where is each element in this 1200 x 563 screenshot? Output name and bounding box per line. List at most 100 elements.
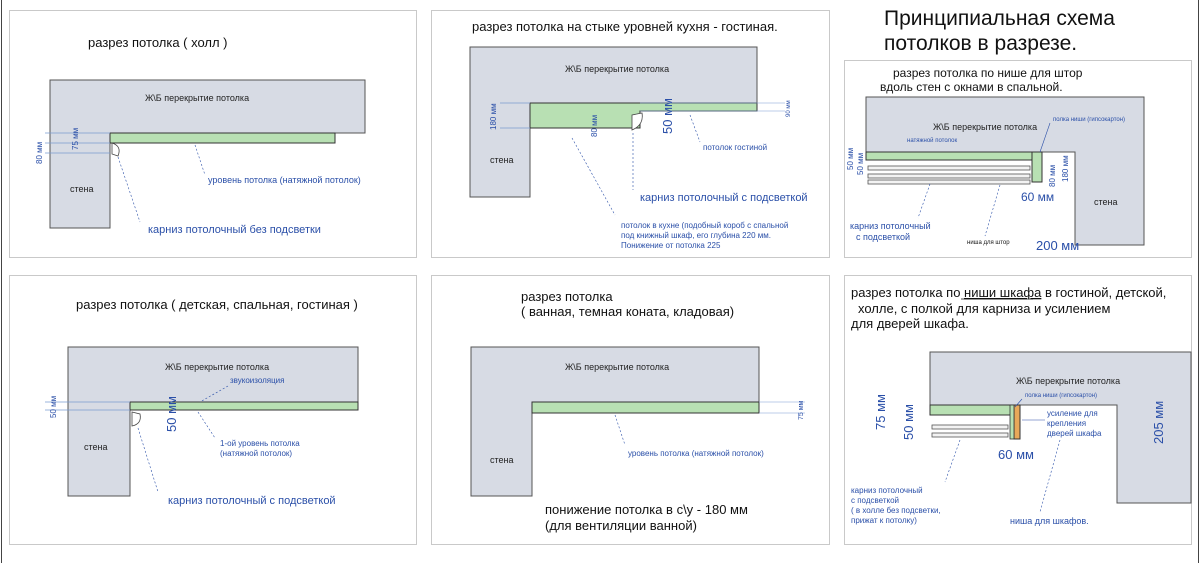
niche-cornice-pointer xyxy=(917,183,931,219)
niche-dim-180: 180 мм xyxy=(1061,155,1070,182)
bath-level-pointer xyxy=(614,414,626,446)
wardrobe-reinforce-line-2: крепления xyxy=(1047,419,1086,428)
kids-ceiling-layer xyxy=(129,401,359,411)
main-title-line-2: потолков в разрезе. xyxy=(884,32,1078,55)
kids-cornice-label: карниз потолочный с подсветкой xyxy=(168,495,336,507)
wardrobe-reinforce-line-3: дверей шкафа xyxy=(1047,429,1102,438)
panel-bath: разрез потолка ( ванная, темная коната, … xyxy=(470,289,805,533)
niche-curtain-label: ниша для штор xyxy=(967,240,1010,246)
wardrobe-dim-50: 50 мм xyxy=(901,404,916,440)
wardrobe-slab-label: Ж\Б перекрытие потолка xyxy=(1016,376,1120,386)
kitchen-title: разрез потолка на стыке уровней кухня - … xyxy=(472,19,778,34)
kids-cornice-shape xyxy=(131,411,141,427)
wardrobe-title-line-3: для дверей шкафа. xyxy=(851,316,969,331)
wardrobe-niche-pointer xyxy=(1039,439,1061,513)
niche-dim-200: 200 мм xyxy=(1036,238,1079,253)
niche-rail-2 xyxy=(867,173,1031,179)
hall-dim-75: 75 мм xyxy=(71,128,80,150)
bath-ceiling-layer xyxy=(531,401,760,414)
kitchen-wall-label: стена xyxy=(490,155,514,165)
niche-shelf-pointer xyxy=(1039,122,1051,153)
kids-dim-50b: 50 мм xyxy=(164,396,179,432)
wardrobe-shelf-pointer xyxy=(1014,398,1023,408)
wardrobe-title-line-2: холле, с полкой для карниза и усилением xyxy=(858,301,1111,316)
wardrobe-rail-1 xyxy=(931,424,1009,430)
kitchen-ceiling-box xyxy=(529,102,758,129)
bath-title-line-1: разрез потолка xyxy=(521,289,613,304)
bath-lowering-line-1: понижение потолка в с\у - 180 мм xyxy=(545,502,748,517)
niche-title-line-2: вдоль стен с окнами в спальной. xyxy=(880,80,1063,94)
wardrobe-cornice-line-1: карниз потолочный xyxy=(851,486,923,495)
kitchen-cornice-shape xyxy=(631,112,643,131)
kitchen-slab-label: Ж\Б перекрытие потолка xyxy=(565,64,669,74)
kids-cornice-pointer xyxy=(137,427,159,493)
niche-vertical-shelf xyxy=(1031,151,1043,183)
kids-level-line-1: 1-ой уровень потолка xyxy=(220,439,300,448)
kitchen-note-pointer xyxy=(571,137,616,216)
hall-cornice-shape xyxy=(111,142,120,157)
bath-title-line-2: ( ванная, темная коната, кладовая) xyxy=(521,304,734,319)
panel-hall: разрез потолка ( холл ) Ж\Б перекрытие п… xyxy=(35,35,366,236)
wardrobe-title-post: в гостиной, детской, xyxy=(1041,285,1166,300)
wardrobe-rail-2 xyxy=(931,432,1009,438)
kitchen-dim-80: 80 мм xyxy=(590,115,599,137)
wardrobe-dim-75: 75 мм xyxy=(873,394,888,430)
kitchen-living-ceiling-label: потолок гостиной xyxy=(703,143,767,152)
niche-cornice-line-1: карниз потолочный xyxy=(850,221,931,231)
bath-dim-75: 75 мм xyxy=(798,400,805,420)
kitchen-living-pointer xyxy=(689,114,701,143)
niche-rail-1 xyxy=(867,165,1031,171)
main-title: Принципиальная схема потолков в разрезе. xyxy=(884,6,1194,56)
bath-lowering-line-2: (для вентиляции ванной) xyxy=(545,518,697,533)
kids-level-pointer xyxy=(197,411,216,439)
niche-stretch-label: натяжной потолок xyxy=(907,137,957,144)
kids-dim-50a: 50 мм xyxy=(49,396,58,418)
niche-dim-80: 80 мм xyxy=(1048,165,1057,187)
kids-slab-label: Ж\Б перекрытие потолка xyxy=(165,362,269,372)
kitchen-dim-90: 90 мм xyxy=(786,100,792,117)
wardrobe-niche-label: ниша для шкафов. xyxy=(1010,516,1089,526)
panel-bedroom-niche: разрез потолка по нише для штор вдоль ст… xyxy=(846,66,1145,253)
kids-sound-pointer xyxy=(199,385,229,403)
wardrobe-dim-205: 205 мм xyxy=(1151,401,1166,444)
hall-ceiling-level-label: уровень потолка (натяжной потолок) xyxy=(208,175,361,185)
panel-wardrobe: разрез потолка по ниши шкафа в гостиной,… xyxy=(851,285,1192,526)
kitchen-note-line-3: Понижение от потолка 225 xyxy=(621,241,721,250)
hall-wall-label: стена xyxy=(70,184,94,194)
hall-cornice-label: карниз потолочный без подсветки xyxy=(148,224,321,236)
wardrobe-title-underlined: ниши шкафа xyxy=(964,285,1042,300)
kids-wall-label: стена xyxy=(84,442,108,452)
niche-rail-3 xyxy=(867,179,1031,185)
niche-shelf-layer xyxy=(865,151,1043,161)
hall-cornice-pointer xyxy=(117,156,141,223)
wardrobe-cornice-line-4: прижат к потолку) xyxy=(851,516,917,525)
hall-level-pointer xyxy=(194,144,206,176)
bath-ceiling-level-label: уровень потолка (натяжной потолок) xyxy=(628,449,764,458)
wardrobe-reinforcement xyxy=(1013,404,1021,440)
hall-slab-label: Ж\Б перекрытие потолка xyxy=(145,93,249,103)
wardrobe-cornice-pointer xyxy=(944,439,961,483)
wardrobe-shelf-label: полка ниши (гипсокартон) xyxy=(1025,393,1097,399)
niche-dim-50a: 50 мм xyxy=(846,148,855,170)
kitchen-cornice-label: карниз потолочный с подсветкой xyxy=(640,192,808,204)
kitchen-note-line-2: под книжный шкаф, его глубина 220 мм. xyxy=(621,231,771,240)
wardrobe-shelf-layer xyxy=(929,404,1015,416)
panel-kids: разрез потолка ( детская, спальная, гост… xyxy=(45,297,359,507)
kitchen-dim-180: 180 мм xyxy=(489,103,498,130)
kids-level-line-2: (натяжной потолок) xyxy=(220,449,292,458)
niche-cornice-line-2: с подсветкой xyxy=(856,232,910,242)
panel-kitchen: разрез потолка на стыке уровней кухня - … xyxy=(469,19,808,250)
wardrobe-dim-60: 60 мм xyxy=(998,447,1034,462)
niche-wall-label: стена xyxy=(1094,197,1118,207)
hall-dim-80: 80 мм xyxy=(35,142,44,164)
hall-ceiling-layer xyxy=(109,132,336,144)
wardrobe-vertical-shelf xyxy=(1009,404,1015,440)
niche-dim-50b: 50 мм xyxy=(856,153,865,175)
wardrobe-reinforce-line-1: усиление для xyxy=(1047,409,1098,418)
hall-title: разрез потолка ( холл ) xyxy=(88,35,228,50)
niche-title-line-1: разрез потолка по нише для штор xyxy=(893,66,1083,80)
kids-title: разрез потолка ( детская, спальная, гост… xyxy=(76,297,358,312)
niche-shelf-label: полка ниши (гипсокартон) xyxy=(1053,117,1125,123)
wardrobe-cornice-line-2: с подсветкой xyxy=(851,496,899,505)
